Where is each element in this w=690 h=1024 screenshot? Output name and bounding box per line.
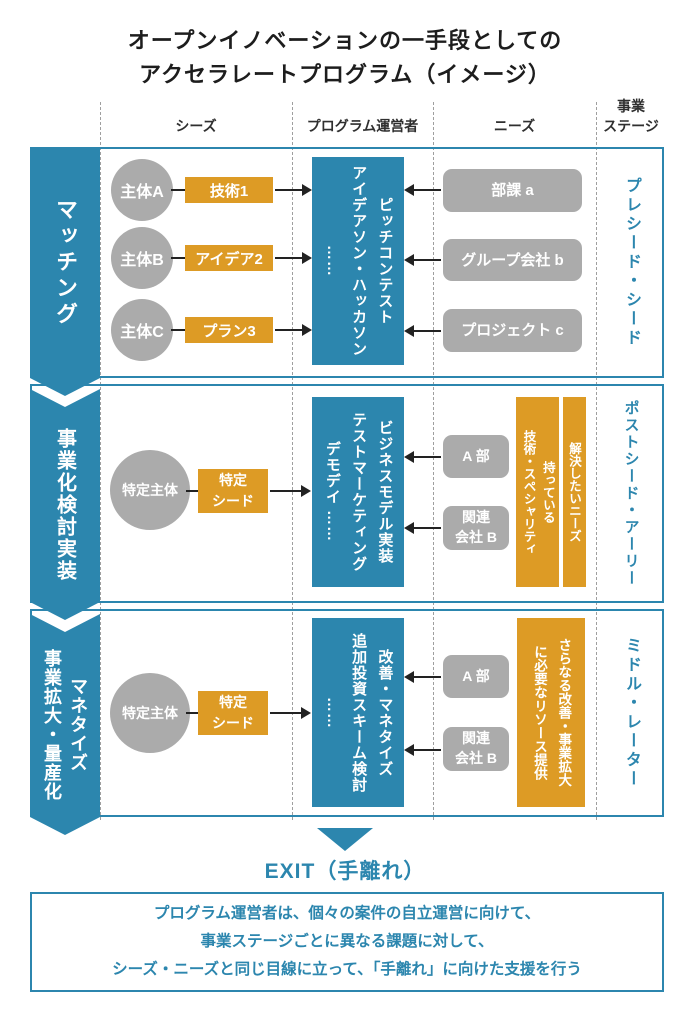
need-box: 関連 会社 B <box>443 506 509 550</box>
arrow-left-icon <box>404 325 441 337</box>
subject-circle: 主体A <box>111 159 173 221</box>
stage-label-box: ポストシード・アーリー <box>600 384 662 603</box>
program-box-monetize: 改善・マネタイズ 追加投資スキーム検討 …… <box>312 618 404 807</box>
arrow-left-icon <box>404 451 441 463</box>
arrow-right-icon <box>270 485 311 497</box>
seed-box: 特定 シード <box>198 691 268 735</box>
arrow-left-icon <box>404 254 441 266</box>
arrow-right-icon <box>275 184 312 196</box>
subject-circle: 特定主体 <box>110 673 190 753</box>
stage-label-box: プレシード・シード <box>600 147 662 378</box>
subject-circle: 主体B <box>111 227 173 289</box>
column-divider-line <box>100 102 101 820</box>
arrow-right-icon <box>275 252 312 264</box>
phase-band-label: 事業化検討実装 <box>53 427 76 582</box>
program-box-matching: ピッチコンテスト アイデアソン・ハッカソン …… <box>312 157 404 365</box>
arrow-left-icon <box>404 671 441 683</box>
program-box-text: 改善・マネタイズ 追加投資スキーム検討 …… <box>323 632 394 793</box>
stage-label: プレシード・シード <box>623 177 640 348</box>
phase-band-implementation: 事業化検討実装 <box>30 389 100 620</box>
arrow-left-icon <box>404 744 441 756</box>
need-note-box: 解決したいニーズ <box>563 397 586 587</box>
need-note-text: さらなる改善・事業拡大 に必要なリソース提供 <box>532 638 572 787</box>
stage-label: ポストシード・アーリー <box>622 400 640 587</box>
connector-line <box>186 712 198 714</box>
phase-band-monetize: マネタイズ 事業拡大・量産化 <box>30 614 100 835</box>
column-header-needs: ニーズ <box>493 118 536 134</box>
column-divider-line <box>596 102 597 820</box>
subject-circle: 特定主体 <box>110 450 190 530</box>
phase-band-matching: マッチング <box>30 147 100 396</box>
exit-label: EXIT（手離れ） <box>264 860 426 883</box>
phase-band-label: マネタイズ 事業拡大・量産化 <box>42 648 89 801</box>
page-title: オープンイノベーションの一手段としての アクセラレートプログラム（イメージ） <box>127 28 563 88</box>
stage-label: ミドル・レーター <box>623 637 640 789</box>
column-header-operator: プログラム運営者 <box>306 118 419 134</box>
need-note-box: 持っている 技術・スペシャリティ <box>516 397 559 587</box>
seed-box: プラン3 <box>185 317 273 343</box>
arrow-left-icon <box>404 522 441 534</box>
subject-circle: 主体C <box>111 299 173 361</box>
program-box-text: ピッチコンテスト アイデアソン・ハッカソン …… <box>323 165 394 357</box>
arrow-right-icon <box>275 324 312 336</box>
need-box: グループ会社 b <box>443 239 582 281</box>
need-note-box: さらなる改善・事業拡大 に必要なリソース提供 <box>517 618 585 807</box>
need-box: プロジェクト c <box>443 309 582 352</box>
program-box-text: ビジネスモデル実装 テストマーケティング デモデイ …… <box>323 412 394 572</box>
footer-note-box: プログラム運営者は、個々の案件の自立運営に向けて、 事業ステージごとに異なる課題… <box>30 892 664 992</box>
need-box: A 部 <box>443 655 509 698</box>
connector-line <box>171 257 186 259</box>
arrow-left-icon <box>404 184 441 196</box>
connector-line <box>186 490 198 492</box>
seed-box: 技術1 <box>185 177 273 203</box>
need-box: 部課 a <box>443 169 582 212</box>
seed-box: アイデア2 <box>185 245 273 271</box>
footer-note-text: プログラム運営者は、個々の案件の自立運営に向けて、 事業ステージごとに異なる課題… <box>112 905 582 978</box>
connector-line <box>171 329 186 331</box>
phase-band-label: マッチング <box>53 197 78 328</box>
column-header-seeds: シーズ <box>175 118 217 134</box>
column-divider-line <box>433 102 434 820</box>
arrow-right-icon <box>270 707 311 719</box>
need-box: A 部 <box>443 435 509 478</box>
program-box-implementation: ビジネスモデル実装 テストマーケティング デモデイ …… <box>312 397 404 587</box>
need-box: 関連 会社 B <box>443 727 509 771</box>
stage-label-box: ミドル・レーター <box>600 609 662 817</box>
column-header-stage: 事業 ステージ <box>603 98 659 135</box>
connector-line <box>171 189 186 191</box>
need-note-text: 解決したいニーズ <box>567 442 581 542</box>
seed-box: 特定 シード <box>198 469 268 513</box>
exit-arrow-down-icon <box>317 828 373 851</box>
column-divider-line <box>292 102 293 820</box>
need-note-text: 持っている 技術・スペシャリティ <box>521 429 555 555</box>
